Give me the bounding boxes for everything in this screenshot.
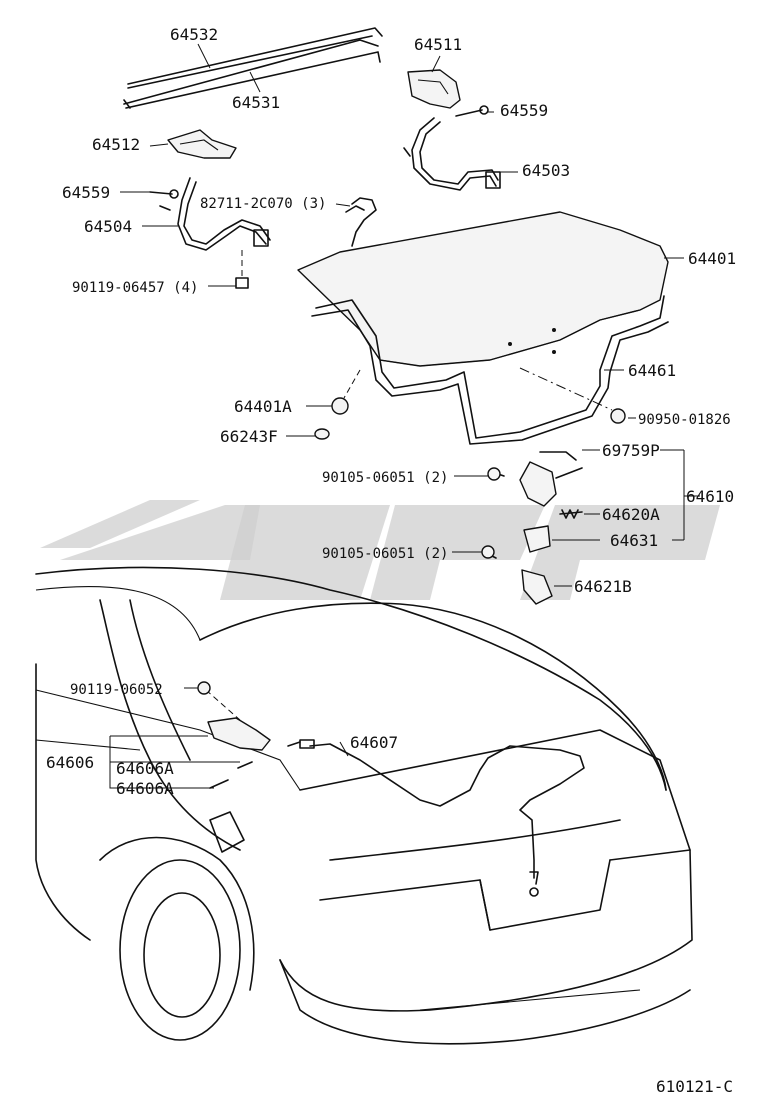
bolt-64559-left [149, 189, 179, 199]
wire-clip-82711 [345, 197, 377, 247]
label-64532: 64532 [170, 25, 218, 44]
label-64512: 64512 [92, 135, 140, 154]
label-64401: 64401 [688, 249, 736, 268]
release-cable-64607 [287, 739, 585, 897]
hinge-cover-64512 [167, 129, 237, 159]
label-64511: 64511 [414, 35, 462, 54]
label-64606: 64606 [46, 753, 94, 772]
bumper-64401A [331, 369, 361, 415]
bumper-90950-01826 [519, 367, 626, 424]
label-90119-06457: 90119-06457 (4) [72, 280, 198, 296]
label-82711: 82711-2C070 (3) [200, 196, 326, 212]
label-64620A: 64620A [602, 505, 660, 524]
figure-code: 610121-C [656, 1077, 733, 1096]
label-64606A-upper: 64606A [116, 759, 174, 778]
label-64621B: 64621B [574, 577, 632, 596]
hinge-64504 [159, 177, 271, 251]
label-64610: 64610 [686, 487, 734, 506]
label-90105-06051-lower: 90105-06051 (2) [322, 546, 448, 562]
label-90119-06052: 90119-06052 [70, 682, 163, 698]
release-lever-64606 [197, 681, 271, 789]
label-64631: 64631 [610, 531, 658, 550]
label-66243F: 66243F [220, 427, 278, 446]
label-69759P: 69759P [602, 441, 660, 460]
hinge-cover-64511 [407, 69, 461, 109]
label-64606A-lower: 64606A [116, 779, 174, 798]
bolt-64559-right [455, 105, 489, 117]
part-labels: 64532 64531 64511 64559 64512 64503 6455… [46, 25, 736, 1096]
label-64461: 64461 [628, 361, 676, 380]
label-64531: 64531 [232, 93, 280, 112]
label-90950-01826: 90950-01826 [638, 412, 731, 428]
bolt-90119-06457 [235, 250, 249, 289]
label-64559-left: 64559 [62, 183, 110, 202]
leader-lines [109, 43, 700, 789]
support-rods [123, 27, 383, 109]
label-90105-06051-upper: 90105-06051 (2) [322, 470, 448, 486]
label-64503: 64503 [522, 161, 570, 180]
label-64559-right: 64559 [500, 101, 548, 120]
car-body [35, 566, 693, 1045]
hinge-64503 [403, 117, 501, 191]
label-64607: 64607 [350, 733, 398, 752]
plug-66243F [314, 428, 330, 440]
weatherstrip-64461 [311, 295, 669, 445]
trunk-lid-64401 [297, 211, 669, 367]
label-64401A: 64401A [234, 397, 292, 416]
lock-assembly-64610 [481, 450, 685, 605]
label-64504: 64504 [84, 217, 132, 236]
